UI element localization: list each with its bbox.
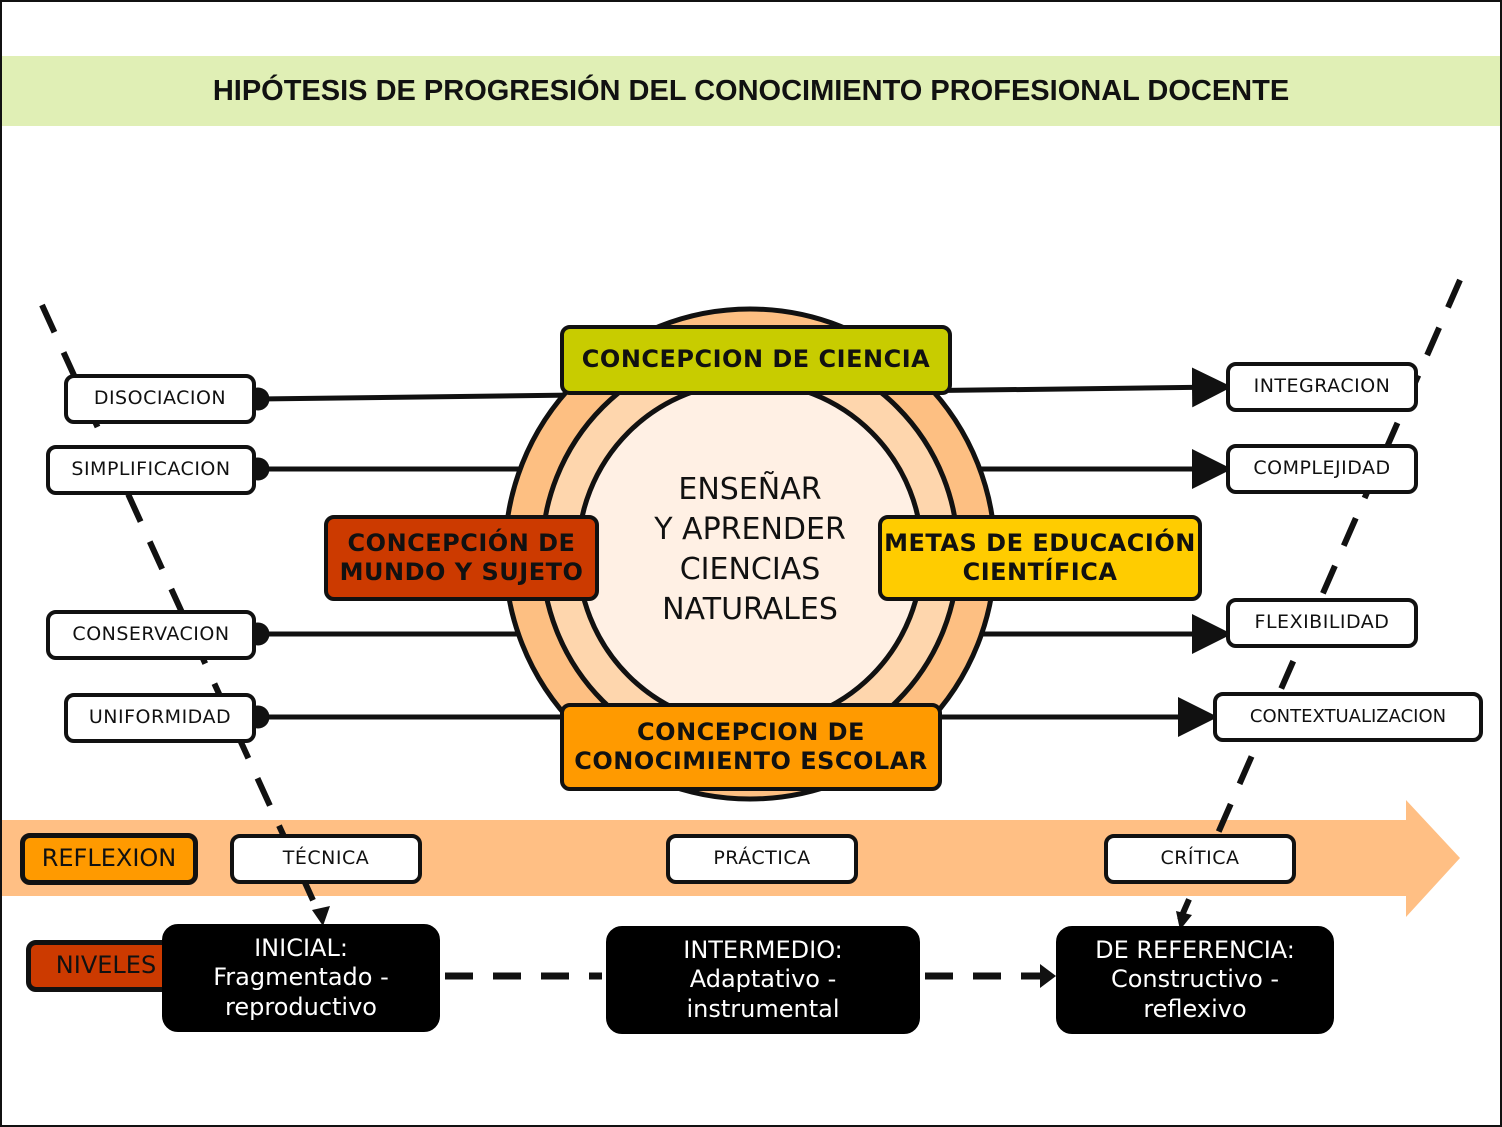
reflexion-label-text: REFLEXION: [41, 844, 177, 873]
reflexion-label: REFLEXION: [20, 833, 198, 885]
center-line: ENSEÑAR: [678, 472, 822, 507]
level-title: INTERMEDIO:: [683, 936, 843, 965]
state-label: DISOCIACION: [93, 387, 227, 410]
dimension-label-line: METAS DE EDUCACIÓN: [884, 528, 1196, 557]
niveles-label-text: NIVELES: [55, 951, 157, 980]
dimension-label-line: CIENTÍFICA: [962, 558, 1118, 586]
level-title: INICIAL:: [254, 934, 348, 963]
state-uniformidad: UNIFORMIDAD: [64, 693, 256, 743]
stage-label: TÉCNICA: [282, 847, 370, 870]
level-line: Constructivo -: [1110, 965, 1280, 994]
stage-critica: CRÍTICA: [1104, 834, 1296, 884]
tecnica-arrowhead: [312, 906, 330, 926]
state-integracion: INTEGRACION: [1226, 362, 1418, 412]
state-label: FLEXIBILIDAD: [1254, 611, 1390, 634]
state-flexibilidad: FLEXIBILIDAD: [1226, 598, 1418, 648]
state-conservacion: CONSERVACION: [46, 610, 256, 660]
level-title: DE REFERENCIA:: [1095, 936, 1295, 965]
dimension-label-line: CONOCIMIENTO ESCOLAR: [574, 747, 928, 775]
state-disociacion: DISOCIACION: [64, 374, 256, 424]
niveles-label: NIVELES: [26, 940, 186, 992]
center-line: CIENCIAS: [679, 552, 821, 587]
level-inicial: INICIAL: Fragmentado - reproductivo: [162, 924, 440, 1032]
dimension-label-line: CONCEPCION DE: [637, 717, 865, 746]
state-label: UNIFORMIDAD: [88, 706, 232, 729]
state-label: CONTEXTUALIZACION: [1249, 706, 1447, 728]
niveles-arrowhead: [1040, 964, 1056, 988]
dimension-conocimiento-escolar: CONCEPCION DE CONOCIMIENTO ESCOLAR: [560, 703, 942, 791]
stage-tecnica: TÉCNICA: [230, 834, 422, 884]
slide-title: HIPÓTESIS DE PROGRESIÓN DEL CONOCIMIENTO…: [212, 74, 1290, 107]
state-complejidad: COMPLEJIDAD: [1226, 444, 1418, 494]
level-line: reflexivo: [1143, 994, 1247, 1023]
dimension-metas-educacion: METAS DE EDUCACIÓN CIENTÍFICA: [878, 515, 1202, 601]
level-line: reproductivo: [225, 992, 377, 1021]
stage-label: CRÍTICA: [1160, 847, 1240, 870]
level-de-referencia: DE REFERENCIA: Constructivo - reflexivo: [1056, 926, 1334, 1034]
dimension-label-line: CONCEPCIÓN DE: [347, 528, 576, 557]
center-text: ENSEÑAR Y APRENDER CIENCIAS NATURALES: [600, 470, 900, 630]
critica-arrowhead: [1176, 911, 1192, 930]
center-line: NATURALES: [662, 592, 838, 627]
dimension-label: CONCEPCION DE CIENCIA: [581, 345, 931, 374]
state-label: COMPLEJIDAD: [1253, 457, 1391, 480]
state-label: SIMPLIFICACION: [71, 458, 231, 481]
state-simplificacion: SIMPLIFICACION: [46, 445, 256, 495]
level-intermedio: INTERMEDIO: Adaptativo - instrumental: [606, 926, 920, 1034]
dimension-concepcion-ciencia: CONCEPCION DE CIENCIA: [560, 325, 952, 395]
level-line: Adaptativo -: [689, 965, 837, 994]
center-line: Y APRENDER: [654, 512, 846, 547]
level-line: instrumental: [686, 994, 840, 1023]
state-contextualizacion: CONTEXTUALIZACION: [1213, 692, 1483, 742]
level-line: Fragmentado -: [213, 963, 389, 992]
stage-practica: PRÁCTICA: [666, 834, 858, 884]
dimension-label-line: MUNDO Y SUJETO: [339, 558, 584, 586]
state-label: INTEGRACION: [1253, 375, 1391, 398]
title-band: HIPÓTESIS DE PROGRESIÓN DEL CONOCIMIENTO…: [2, 56, 1500, 126]
dimension-concepcion-mundo: CONCEPCIÓN DE MUNDO Y SUJETO: [324, 515, 599, 601]
stage-label: PRÁCTICA: [713, 847, 811, 870]
state-label: CONSERVACION: [72, 623, 230, 646]
